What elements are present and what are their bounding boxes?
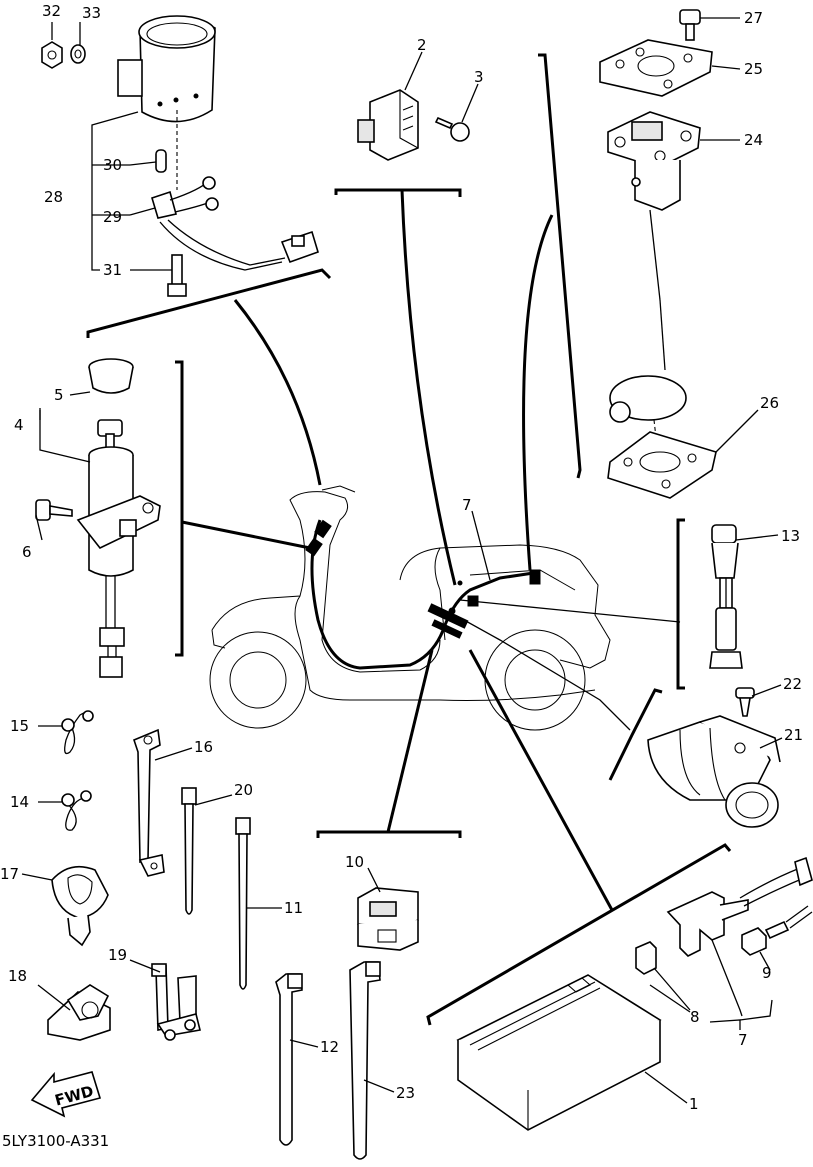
screw-3 — [434, 116, 470, 142]
callout-labels: 32 33 2 3 27 25 24 30 28 29 31 5 26 4 7 … — [0, 2, 803, 1113]
horn-21 — [647, 715, 781, 828]
callout-7-bottom: 7 — [738, 1031, 748, 1049]
callout-27: 27 — [744, 9, 763, 27]
callout-2: 2 — [417, 36, 427, 54]
clamp-18 — [47, 984, 111, 1041]
callout-29: 29 — [103, 208, 122, 226]
band-12 — [275, 973, 303, 1146]
callout-14: 14 — [10, 793, 29, 811]
callout-12: 12 — [320, 1038, 339, 1056]
callout-23: 23 — [396, 1084, 415, 1102]
callout-11: 11 — [284, 899, 303, 917]
relay-2 — [357, 89, 419, 161]
band-11 — [235, 817, 251, 990]
bolt-22 — [735, 687, 755, 717]
gasket-26 — [607, 431, 717, 499]
gasket-25 — [599, 39, 713, 97]
main-switch-4 — [76, 358, 161, 678]
callout-4: 4 — [14, 416, 24, 434]
callout-6: 6 — [22, 543, 32, 561]
bracket-7-8-9 — [649, 984, 773, 1030]
callout-33: 33 — [82, 4, 101, 22]
callout-3: 3 — [474, 68, 484, 86]
wire-harness-route — [310, 519, 681, 731]
callout-13: 13 — [781, 527, 800, 545]
callout-30: 30 — [103, 156, 122, 174]
callout-25: 25 — [744, 60, 763, 78]
thermo-unit-13 — [709, 524, 743, 669]
callout-9: 9 — [762, 964, 772, 982]
cap-9 — [741, 905, 813, 956]
callout-32: 32 — [42, 2, 61, 20]
callout-10: 10 — [345, 853, 364, 871]
stay-16 — [133, 728, 165, 877]
nut-32 — [41, 41, 63, 69]
washer-33 — [70, 44, 86, 64]
diagram-code: 5LY3100-A331 — [2, 1132, 109, 1150]
screw-6 — [35, 499, 73, 521]
callout-26: 26 — [760, 394, 779, 412]
harness-connectors — [305, 519, 541, 639]
callout-16: 16 — [194, 738, 213, 756]
callout-7-top: 7 — [462, 496, 472, 514]
fwd-arrow-icon: FWD — [30, 1071, 102, 1118]
callout-18: 18 — [8, 967, 27, 985]
clamp-17 — [51, 865, 109, 947]
callout-20: 20 — [234, 781, 253, 799]
meter-assembly — [117, 15, 319, 297]
callout-19: 19 — [108, 946, 127, 964]
callout-5: 5 — [54, 386, 64, 404]
band-20 — [181, 787, 197, 915]
callout-leaders — [21, 17, 783, 1104]
callout-1: 1 — [689, 1095, 699, 1113]
switch-bracket-4 — [39, 408, 91, 463]
clamp-14 — [61, 790, 92, 831]
fuse-8 — [635, 941, 657, 975]
battery-1 — [456, 974, 662, 1131]
callout-31: 31 — [103, 261, 122, 279]
bracket-lines — [86, 53, 732, 1026]
callout-17: 17 — [0, 865, 19, 883]
scooter-outline — [209, 485, 611, 731]
callout-15: 15 — [10, 717, 29, 735]
fuse-holder-7 — [666, 856, 813, 1017]
bolt-27 — [679, 9, 701, 41]
clamp-19 — [151, 963, 201, 1041]
fuel-sender-24 — [607, 111, 701, 456]
callout-22: 22 — [783, 675, 802, 693]
band-23 — [349, 961, 381, 1160]
callout-24: 24 — [744, 131, 763, 149]
callout-28: 28 — [44, 188, 63, 206]
meter-bracket-28 — [91, 111, 139, 271]
fuse-box-10 — [357, 887, 419, 951]
callout-21: 21 — [784, 726, 803, 744]
callout-8: 8 — [690, 1008, 700, 1026]
clamp-15 — [61, 710, 94, 755]
